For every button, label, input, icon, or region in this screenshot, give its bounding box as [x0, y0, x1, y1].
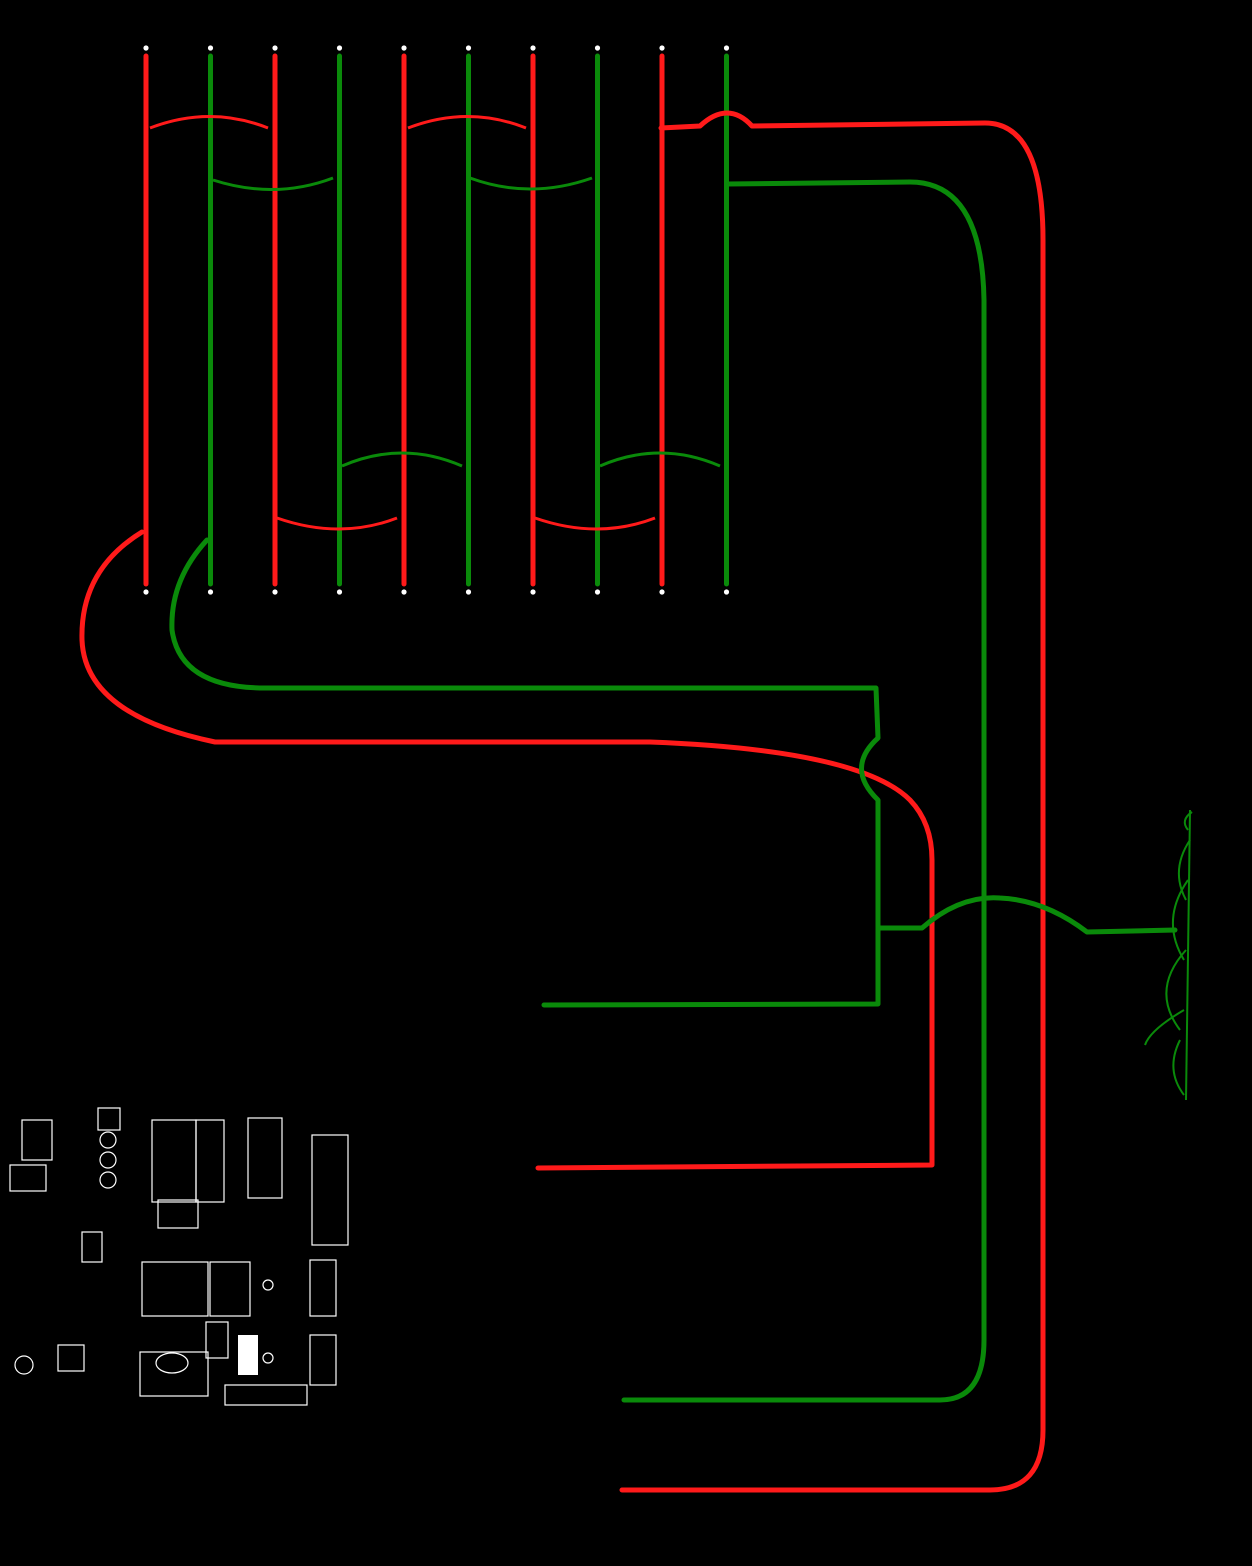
jumper-green-6-8 — [469, 176, 593, 191]
string-9-bottom-terminal — [659, 589, 665, 595]
jumper-red-5-7 — [407, 115, 527, 130]
string-7-top-terminal — [530, 45, 536, 51]
red-loop-left — [79, 529, 935, 1171]
string-8-top-terminal — [594, 45, 601, 51]
green-loop-left — [169, 537, 881, 1008]
string-8-bottom-terminal — [594, 589, 601, 595]
feed-wires — [79, 110, 1178, 1493]
green-main-right — [621, 179, 987, 1403]
jumper-red-1-3 — [149, 115, 269, 130]
jumper-red-7-9 — [534, 516, 656, 531]
jumper-red-3-5 — [276, 516, 398, 531]
pcb-board-icon — [9, 1107, 349, 1406]
string-5-top-terminal — [401, 45, 407, 51]
jumper-green-4-6 — [341, 451, 463, 468]
string-10-top-terminal — [723, 45, 730, 51]
string-2-bottom-terminal — [207, 589, 214, 595]
string-3-bottom-terminal — [272, 589, 278, 595]
string-4-top-terminal — [336, 45, 343, 51]
string-5-bottom-terminal — [401, 589, 407, 595]
red-main-right — [619, 110, 1046, 1493]
string-2-top-terminal — [207, 45, 214, 51]
ground-grass-icon — [1144, 809, 1193, 1101]
string-1-bottom-terminal — [143, 589, 149, 595]
string-3-top-terminal — [272, 45, 278, 51]
string-6-bottom-terminal — [465, 589, 472, 595]
string-1-top-terminal — [143, 45, 149, 51]
jumper-green-2-4 — [212, 176, 334, 191]
string-4-bottom-terminal — [336, 589, 343, 595]
top-jumpers — [149, 115, 721, 531]
string-10-bottom-terminal — [723, 589, 730, 595]
string-6-top-terminal — [465, 45, 472, 51]
jumper-green-8-10 — [599, 451, 721, 468]
string-9-top-terminal — [659, 45, 665, 51]
string-conductors — [143, 45, 730, 595]
string-7-bottom-terminal — [530, 589, 536, 595]
green-ground-branch — [875, 895, 1178, 935]
